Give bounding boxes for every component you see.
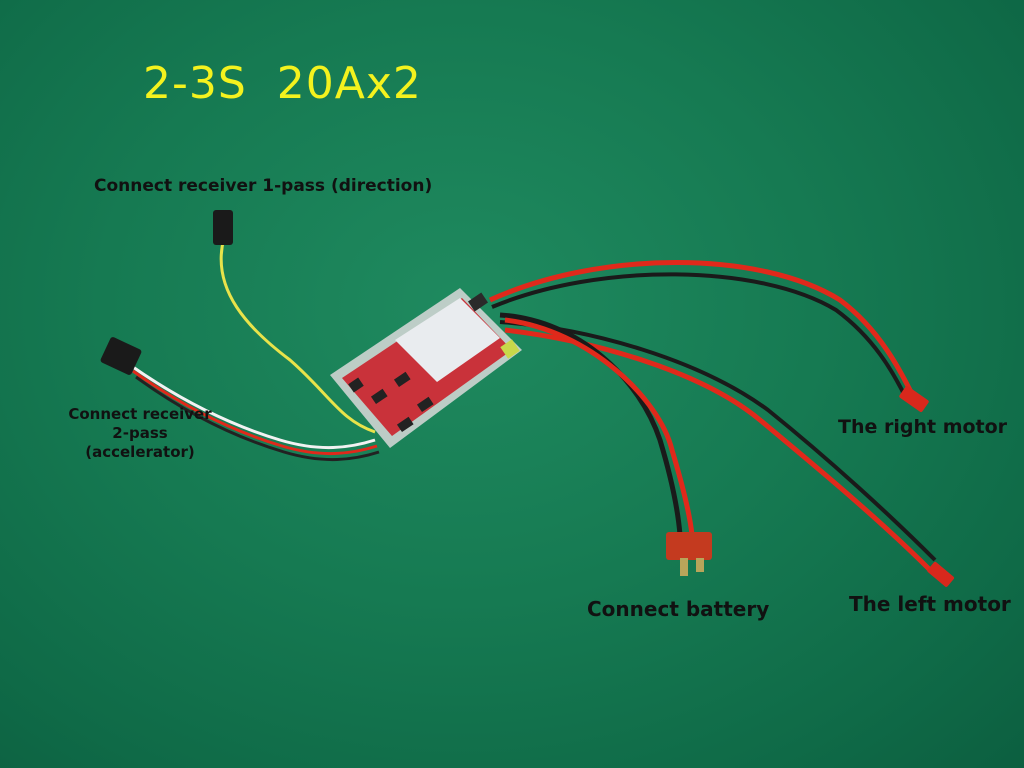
accelerator-label-line: (accelerator)	[85, 443, 195, 461]
left-motor-connector	[927, 561, 954, 587]
direction-wire	[213, 210, 376, 434]
battery-label: Connect battery	[587, 597, 770, 621]
left-motor-label: The left motor	[849, 592, 1011, 616]
accelerator-cable	[100, 337, 380, 461]
esc-board	[330, 288, 522, 448]
product-title: 2-3S 20Ax2	[143, 58, 422, 109]
direction-label: Connect receiver 1-pass (direction)	[94, 176, 433, 196]
battery-wires	[499, 312, 712, 576]
right-motor-label: The right motor	[838, 416, 1008, 438]
direction-servo-plug	[213, 210, 233, 245]
right-motor-connector	[899, 386, 929, 412]
accelerator-label-line: 2-pass	[112, 424, 168, 442]
accelerator-label-line: Connect receiver	[68, 405, 212, 423]
accelerator-servo-plug	[100, 337, 142, 375]
right-motor-wires	[488, 260, 929, 412]
battery-connector	[666, 532, 712, 576]
accelerator-label: Connect receiver 2-pass (accelerator)	[40, 405, 240, 462]
